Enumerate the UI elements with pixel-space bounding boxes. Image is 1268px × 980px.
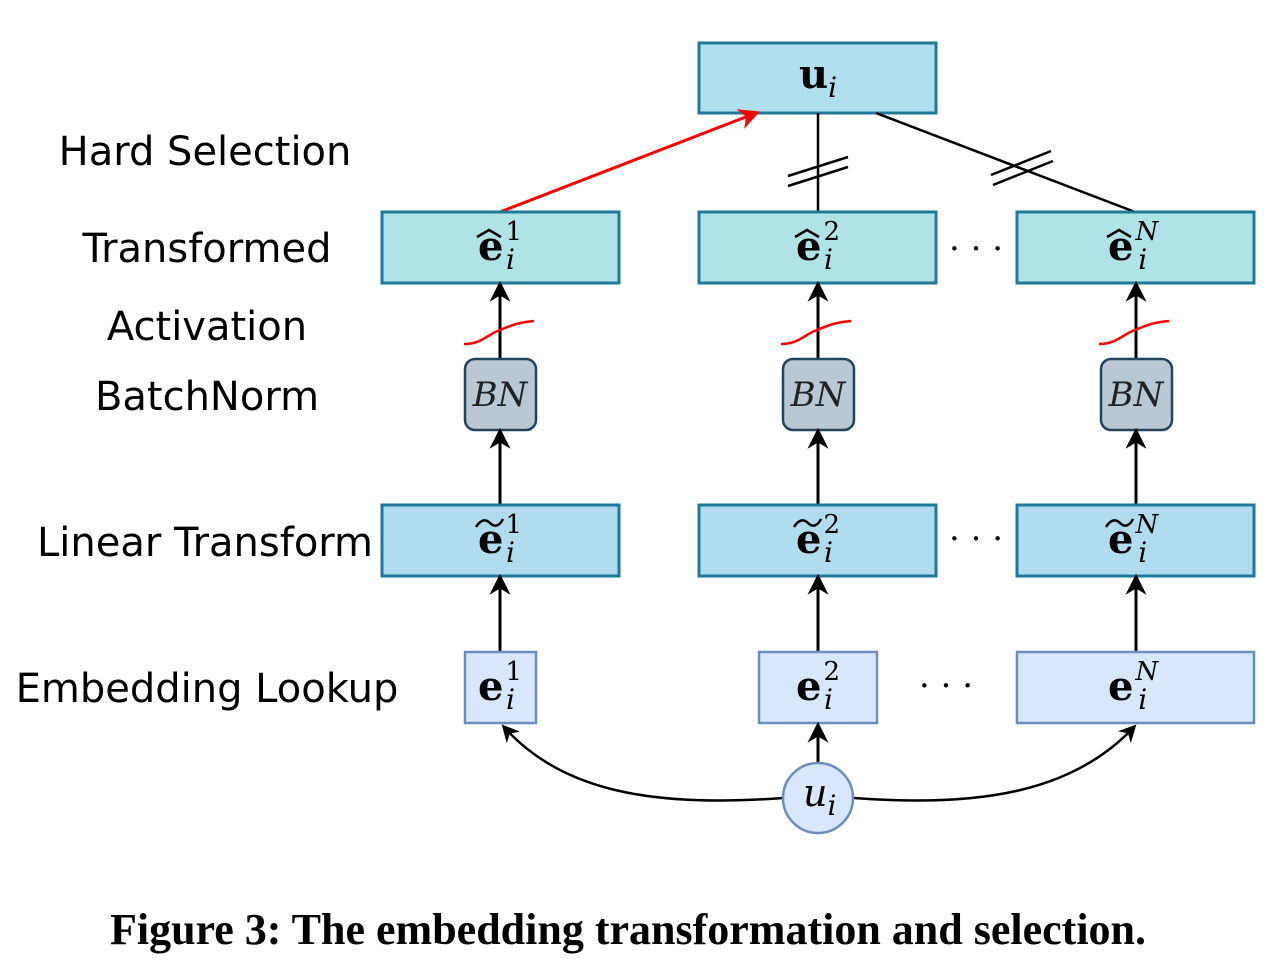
activation-curve-1 bbox=[463, 319, 535, 346]
cut-mark-colN-b bbox=[992, 159, 1054, 187]
input-node: ui bbox=[781, 761, 855, 835]
linear-box-2 bbox=[697, 503, 938, 578]
cut-line-colN bbox=[875, 111, 1136, 214]
ellipsis-linear: · · · bbox=[949, 519, 1003, 559]
ellipsis-lookup: · · · bbox=[919, 666, 973, 706]
input-label: ui bbox=[803, 771, 836, 822]
hat-accent-2 bbox=[794, 228, 820, 239]
activation-curve-n bbox=[1098, 319, 1170, 346]
figure-caption: Figure 3: The embedding transformation a… bbox=[110, 905, 1146, 954]
tilde-accent-n bbox=[1104, 518, 1135, 528]
activation-curve-2 bbox=[780, 319, 852, 346]
arrow-input-to-lookup-1 bbox=[501, 724, 784, 802]
batchnorm-label-n: BN bbox=[1108, 375, 1165, 415]
lookup-box-2 bbox=[757, 650, 879, 725]
transformed-box-2 bbox=[697, 210, 938, 285]
label-activation: Activation bbox=[107, 304, 307, 350]
cut-mark-col2-b bbox=[787, 165, 849, 188]
hard-selection-arrow bbox=[499, 109, 760, 214]
lookup-box-n bbox=[1015, 650, 1256, 725]
transformed-box-1 bbox=[380, 210, 621, 285]
input-circle bbox=[781, 761, 855, 835]
label-linear-transform: Linear Transform bbox=[37, 520, 373, 566]
arrow-input-to-lookup-n bbox=[853, 724, 1137, 802]
tilde-accent-1 bbox=[474, 518, 505, 528]
hat-accent-1 bbox=[476, 228, 502, 239]
label-hard-selection: Hard Selection bbox=[59, 129, 352, 175]
hat-accent-n bbox=[1106, 228, 1132, 239]
label-batchnorm: BatchNorm bbox=[95, 374, 319, 420]
transformed-box-n bbox=[1015, 210, 1256, 285]
output-box bbox=[697, 41, 938, 115]
output-label: ui bbox=[799, 51, 837, 104]
batchnorm-label-1: BN bbox=[472, 375, 529, 415]
output-node: ui bbox=[697, 41, 938, 115]
ellipsis-transformed: · · · bbox=[949, 229, 1003, 269]
label-embedding-lookup: Embedding Lookup bbox=[16, 666, 399, 712]
batchnorm-label-2: BN bbox=[790, 375, 847, 415]
lookup-box-1 bbox=[463, 650, 538, 725]
cut-mark-col2-a bbox=[787, 155, 849, 178]
tilde-accent-2 bbox=[792, 518, 823, 528]
cut-mark-colN-a bbox=[990, 149, 1052, 177]
label-transformed: Transformed bbox=[82, 226, 332, 272]
linear-box-1 bbox=[380, 503, 621, 578]
